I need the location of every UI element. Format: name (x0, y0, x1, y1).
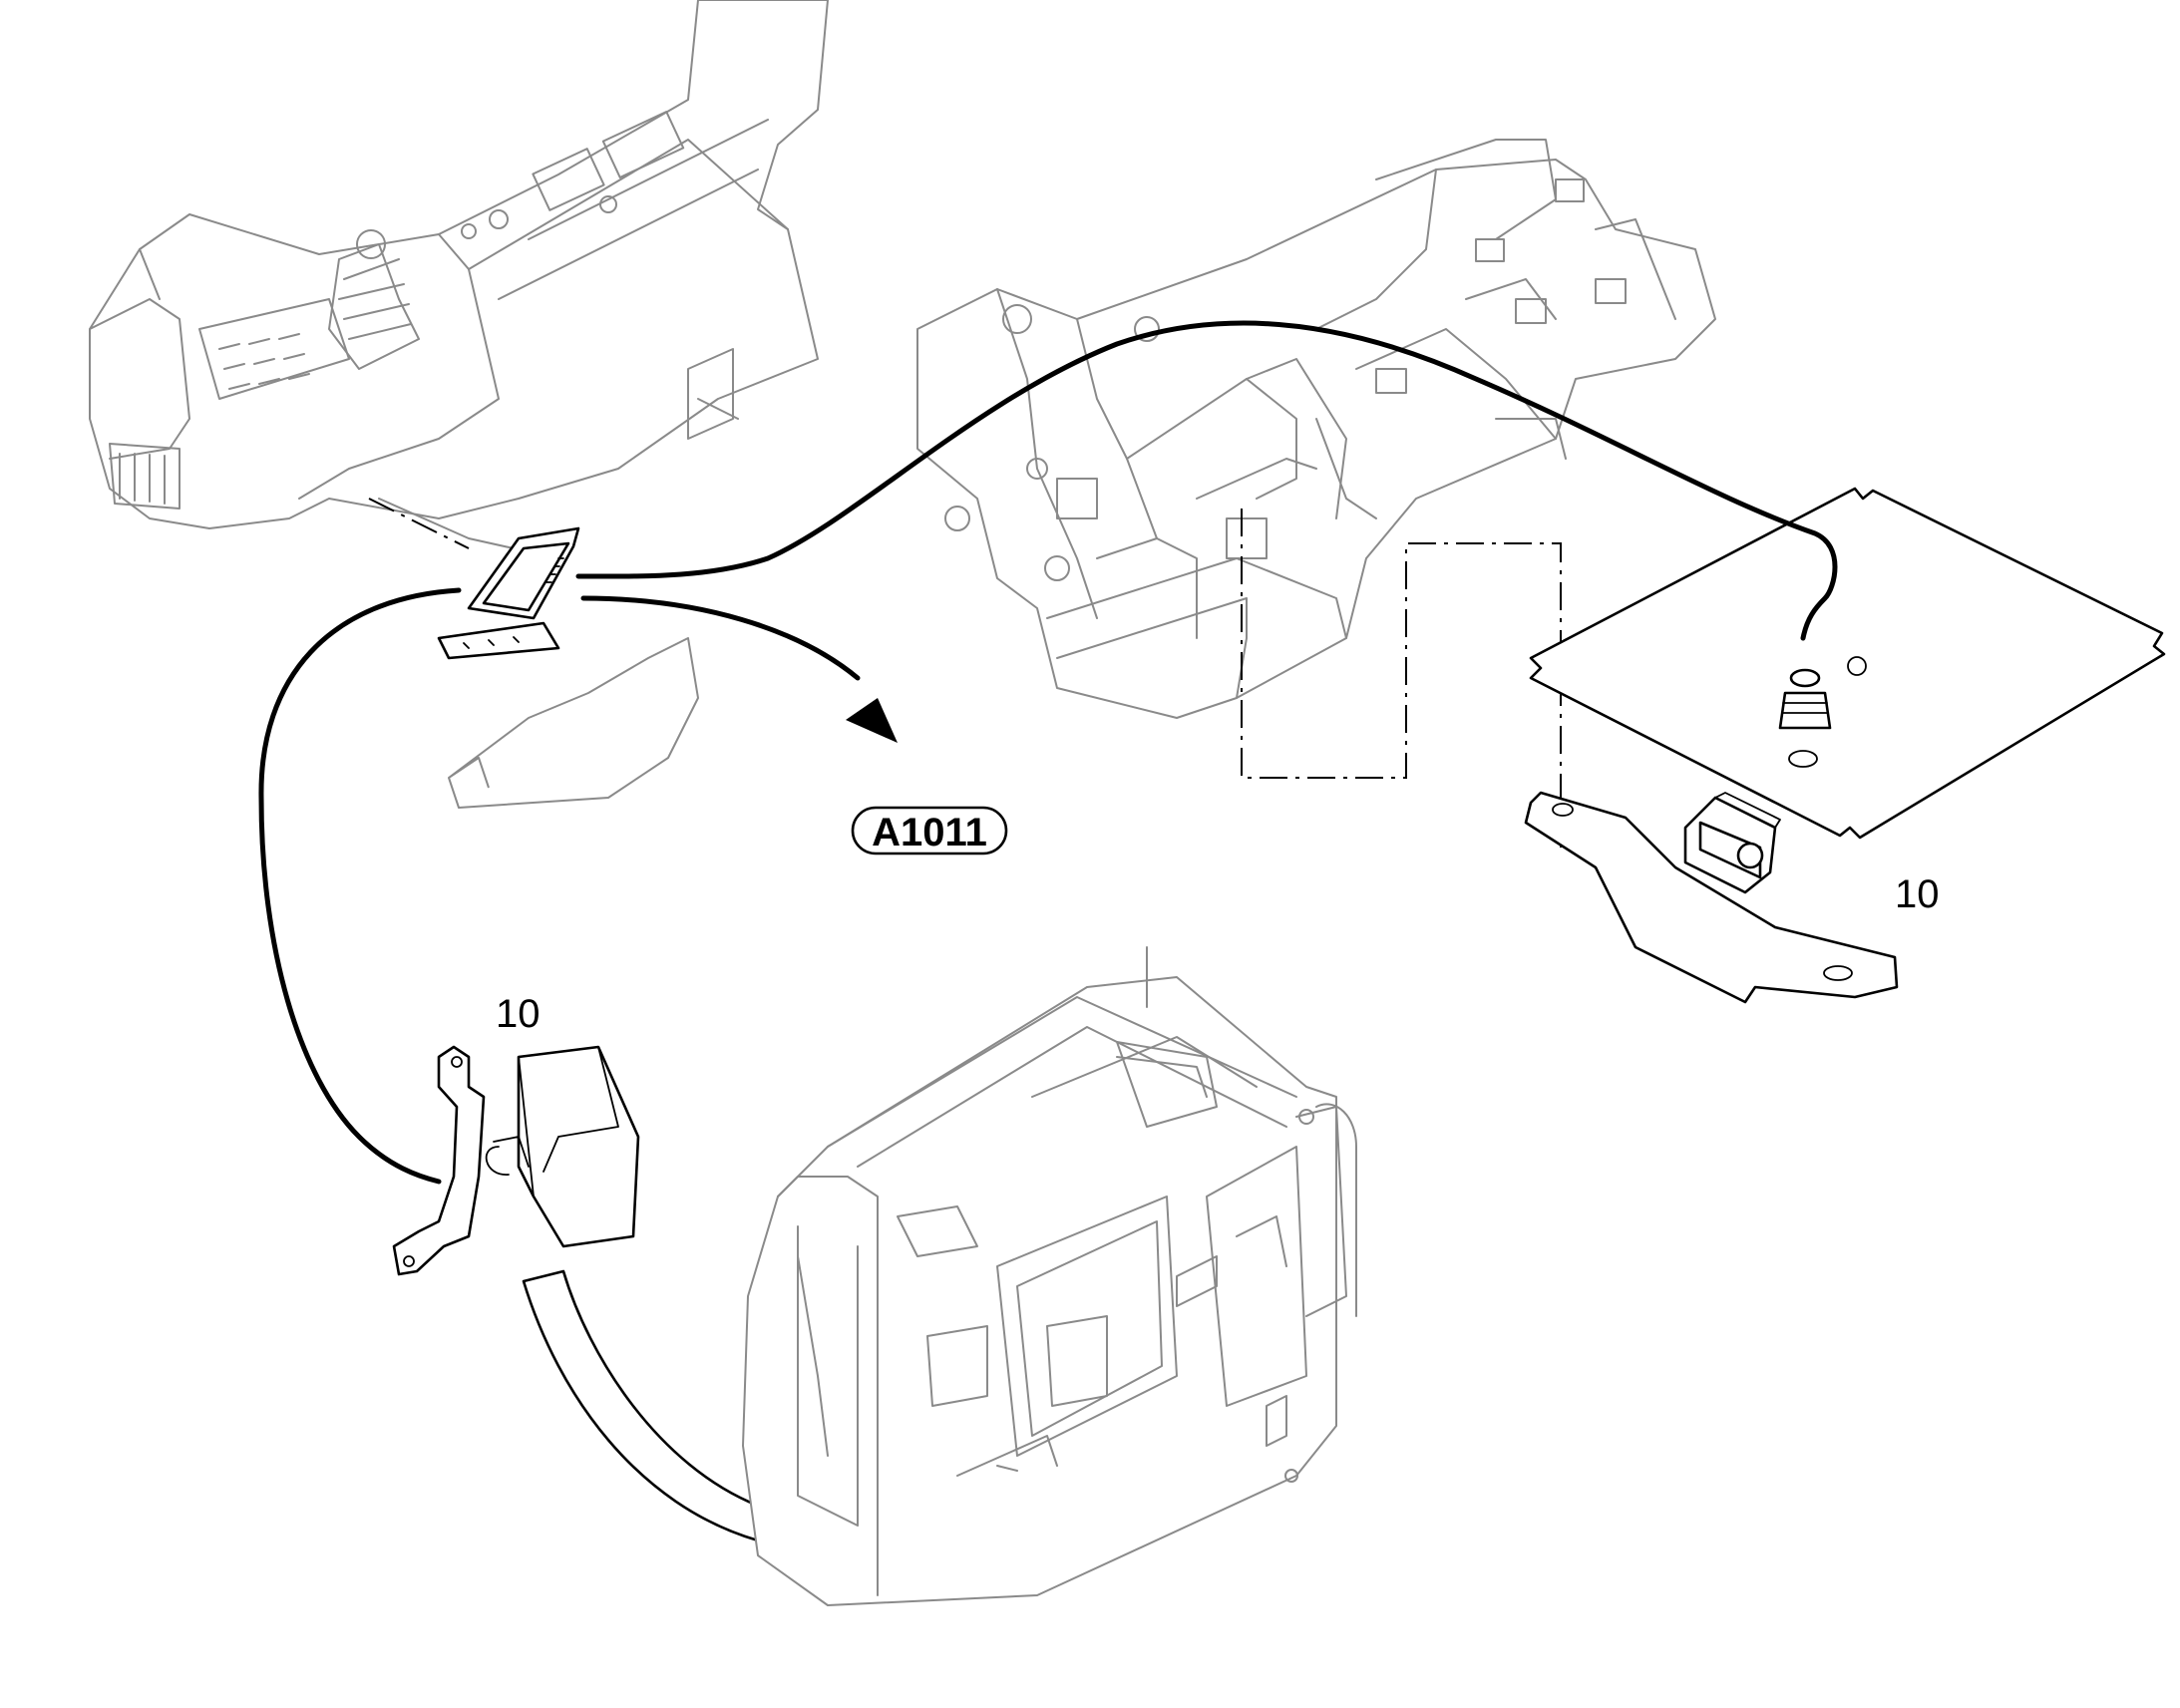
operator-console (89, 0, 829, 559)
ref-arrow-head (846, 698, 898, 743)
reference-label: A1011 (872, 811, 987, 854)
reference-badge: A1011 (851, 806, 1008, 855)
camera-cable-frame (575, 320, 1838, 641)
camera-cable-cab (258, 587, 462, 1185)
rear-camera (1683, 792, 1781, 894)
camera-bracket (1524, 791, 1899, 1004)
monitor-cable-ref (580, 595, 861, 681)
callout-label-left: 10 (496, 992, 541, 1036)
console-leader-line (368, 498, 470, 549)
cab-camera-bracket (392, 1045, 640, 1276)
callout-label-right: 10 (1895, 872, 1940, 916)
mounting-plate (1529, 487, 2166, 840)
mounting-leader-line (1241, 509, 1562, 848)
console-side-panel (448, 637, 699, 809)
operator-cab (742, 946, 1357, 1606)
machine-frame (916, 139, 1716, 719)
monitor-display (437, 526, 580, 660)
